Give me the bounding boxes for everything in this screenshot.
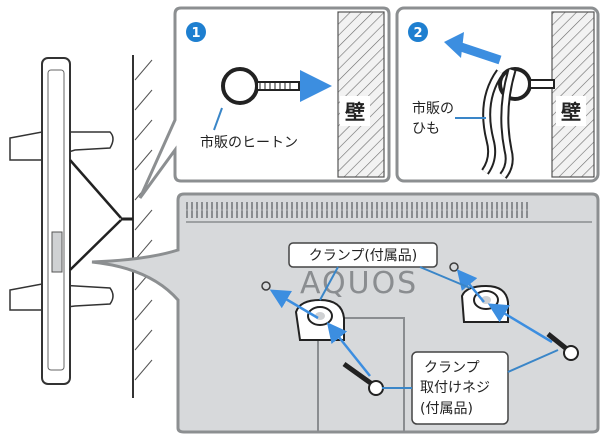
hook-label: 市販のヒートン <box>200 134 298 151</box>
panel-2: 2 壁 市販の ひも <box>395 6 600 183</box>
clamp-label: クランプ(付属品) <box>309 248 418 264</box>
screw-label-line1: クランプ <box>424 360 480 376</box>
aquos-logo: AQUOS <box>300 266 418 301</box>
wall-block-1 <box>337 11 385 178</box>
screw-right-icon <box>546 332 579 361</box>
screw-hole-left <box>261 281 271 291</box>
step-number-2: 2 <box>413 26 422 41</box>
wall-label-1: 壁 <box>345 100 365 124</box>
screw-hole-right <box>449 262 459 272</box>
tv-side-view <box>9 55 153 398</box>
wall-hatching <box>134 59 153 381</box>
cord-label-line2: ひも <box>412 121 440 137</box>
screw-left-icon <box>342 361 384 396</box>
clamp-right-icon <box>460 284 509 323</box>
clamp-label-box <box>288 242 438 268</box>
panel-1: 1 壁 市販のヒートン <box>138 6 391 199</box>
cord-label-line1: 市販の <box>412 100 454 117</box>
step-badge-1 <box>186 22 206 42</box>
wall-label-2: 壁 <box>561 100 581 124</box>
screw-label-line2: 取付けネジ <box>420 380 490 396</box>
cord <box>69 159 122 219</box>
vent-slots <box>186 202 530 218</box>
screw-label-line3: (付属品) <box>420 401 473 417</box>
step-badge-2 <box>408 22 428 42</box>
tv-body <box>41 57 71 385</box>
wall-block-2 <box>551 11 595 178</box>
step-number-1: 1 <box>191 26 200 41</box>
panel-3: AQUOS クランプ(付属品) <box>91 192 600 434</box>
pull-arrow-icon <box>456 41 502 65</box>
